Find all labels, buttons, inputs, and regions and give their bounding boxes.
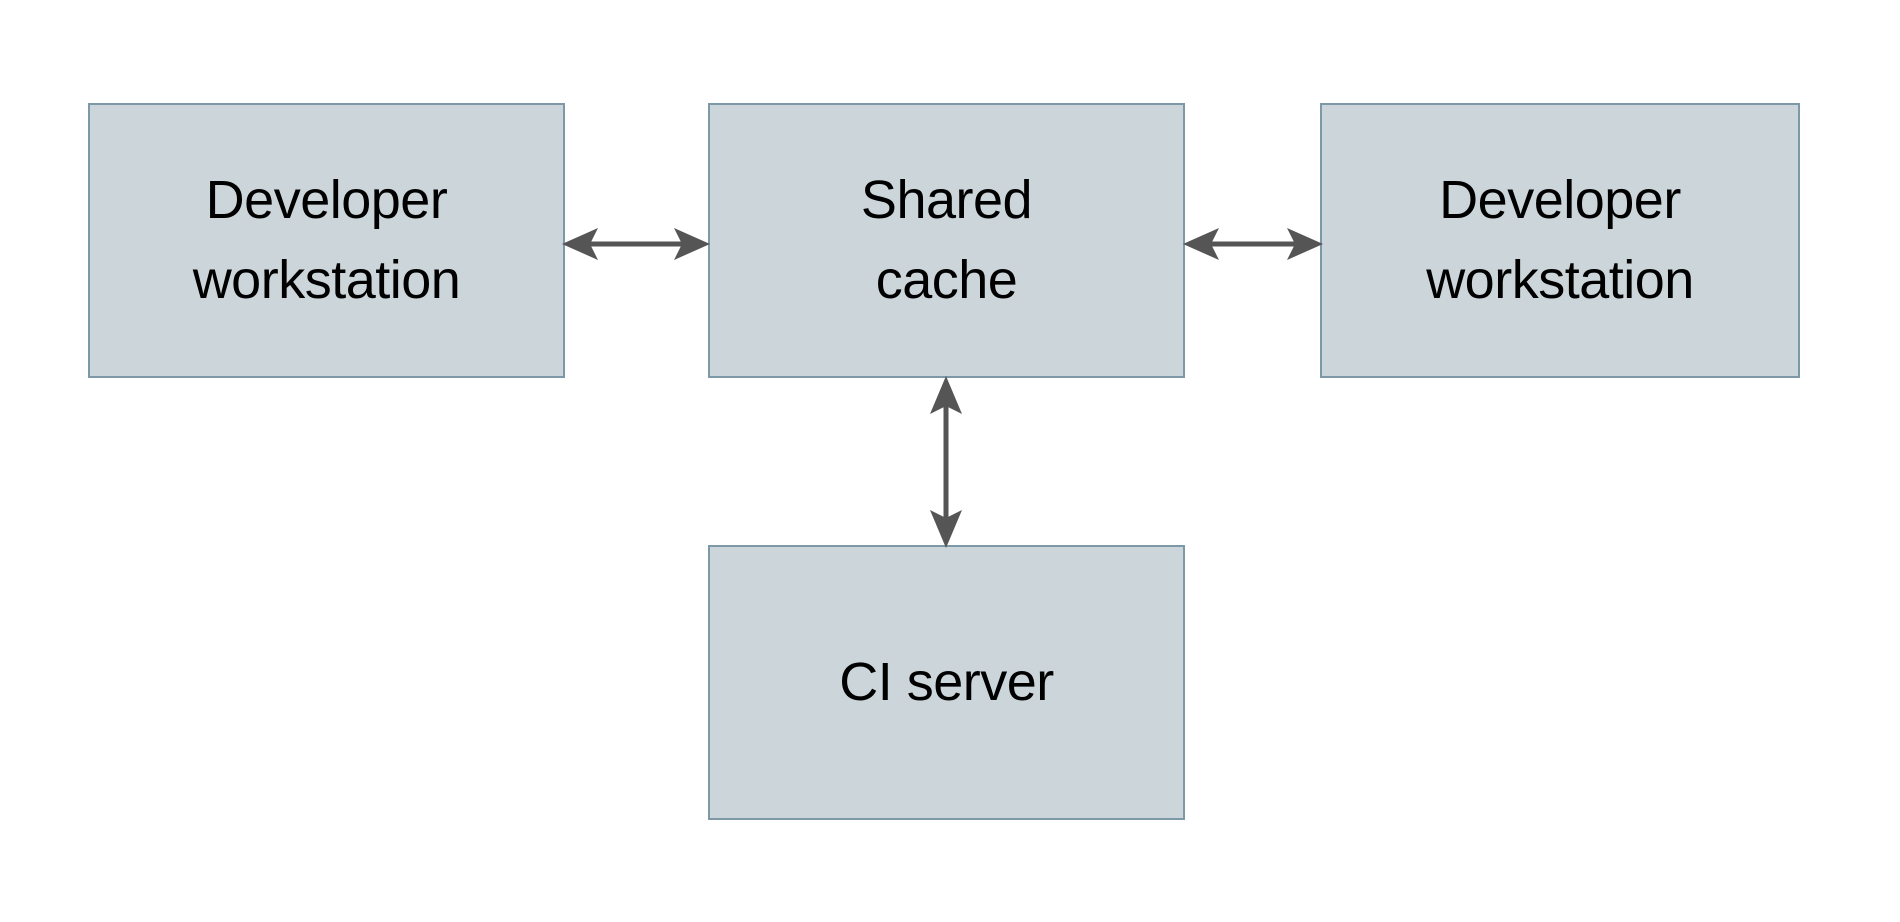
node-label-line-1: Developer xyxy=(205,169,448,230)
connector-developer-workstation-left-to-shared-cache[interactable] xyxy=(560,213,712,275)
node-label-line-2: workstation xyxy=(192,249,461,310)
node-label-line-2: workstation xyxy=(1426,249,1694,310)
node-label-line-1: CI server xyxy=(839,651,1054,712)
arrowhead-up-icon xyxy=(930,376,962,414)
arrowhead-right-icon xyxy=(1287,228,1323,260)
node-developer-workstation-right[interactable]: Developer workstation xyxy=(1320,103,1800,378)
node-developer-workstation-left[interactable]: Developer workstation xyxy=(88,103,565,378)
node-ci-server[interactable]: CI server xyxy=(708,545,1185,820)
node-label-line-2: cache xyxy=(875,249,1018,310)
arrowhead-left-icon xyxy=(562,228,598,260)
arrowhead-down-icon xyxy=(930,510,962,548)
connector-ci-server-to-shared-cache[interactable] xyxy=(915,374,977,550)
node-shared-cache[interactable]: Shared cache xyxy=(708,103,1185,378)
node-label-line-1: Developer xyxy=(1439,169,1681,230)
arrowhead-left-icon xyxy=(1183,228,1219,260)
node-label-line-1: Shared xyxy=(860,169,1033,230)
connector-shared-cache-to-developer-workstation-right[interactable] xyxy=(1181,213,1325,275)
arrowhead-right-icon xyxy=(674,228,710,260)
